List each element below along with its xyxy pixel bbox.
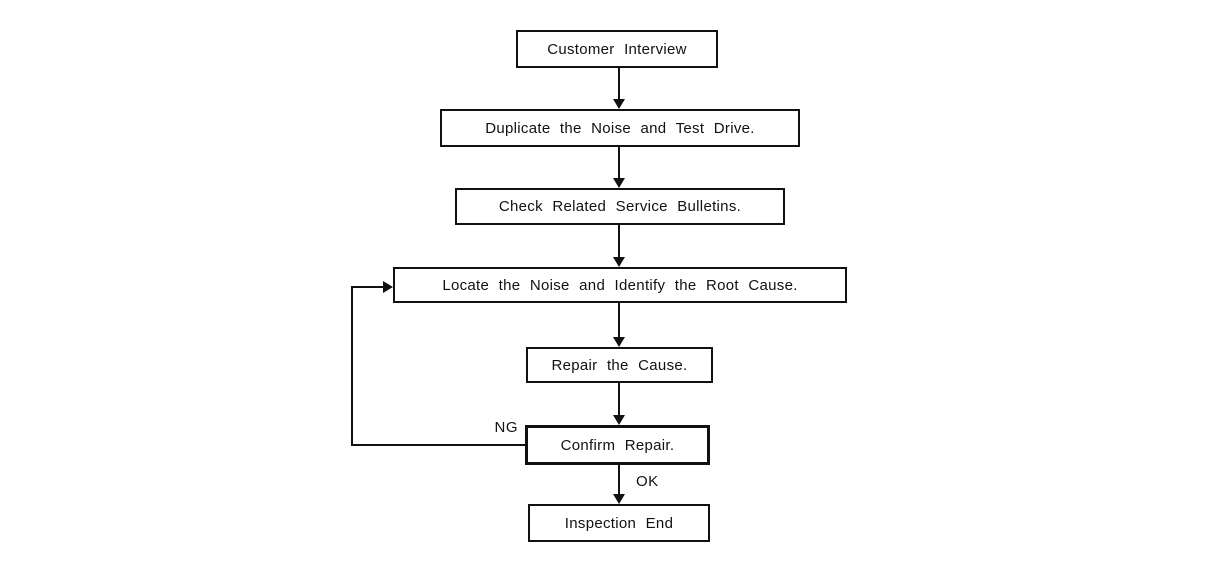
ng-loop-arrow-head [383, 281, 393, 293]
node-repair-cause: Repair the Cause. [526, 347, 713, 383]
node-inspection-end: Inspection End [528, 504, 710, 542]
arrow-head-1 [613, 99, 625, 109]
arrow-head-2 [613, 178, 625, 188]
node-confirm-repair: Confirm Repair. [525, 425, 710, 465]
ng-loop-line [351, 286, 525, 446]
arrow-head-3 [613, 257, 625, 267]
edge-label-ok: OK [636, 473, 659, 490]
node-duplicate-noise-test-drive: Duplicate the Noise and Test Drive. [440, 109, 800, 147]
node-locate-noise-root-cause: Locate the Noise and Identify the Root C… [393, 267, 847, 303]
arrow-head-4 [613, 337, 625, 347]
node-customer-interview: Customer Interview [516, 30, 718, 68]
arrow-head-5 [613, 415, 625, 425]
arrow-head-6 [613, 494, 625, 504]
node-check-service-bulletins: Check Related Service Bulletins. [455, 188, 785, 225]
edge-label-ng: NG [494, 419, 518, 436]
